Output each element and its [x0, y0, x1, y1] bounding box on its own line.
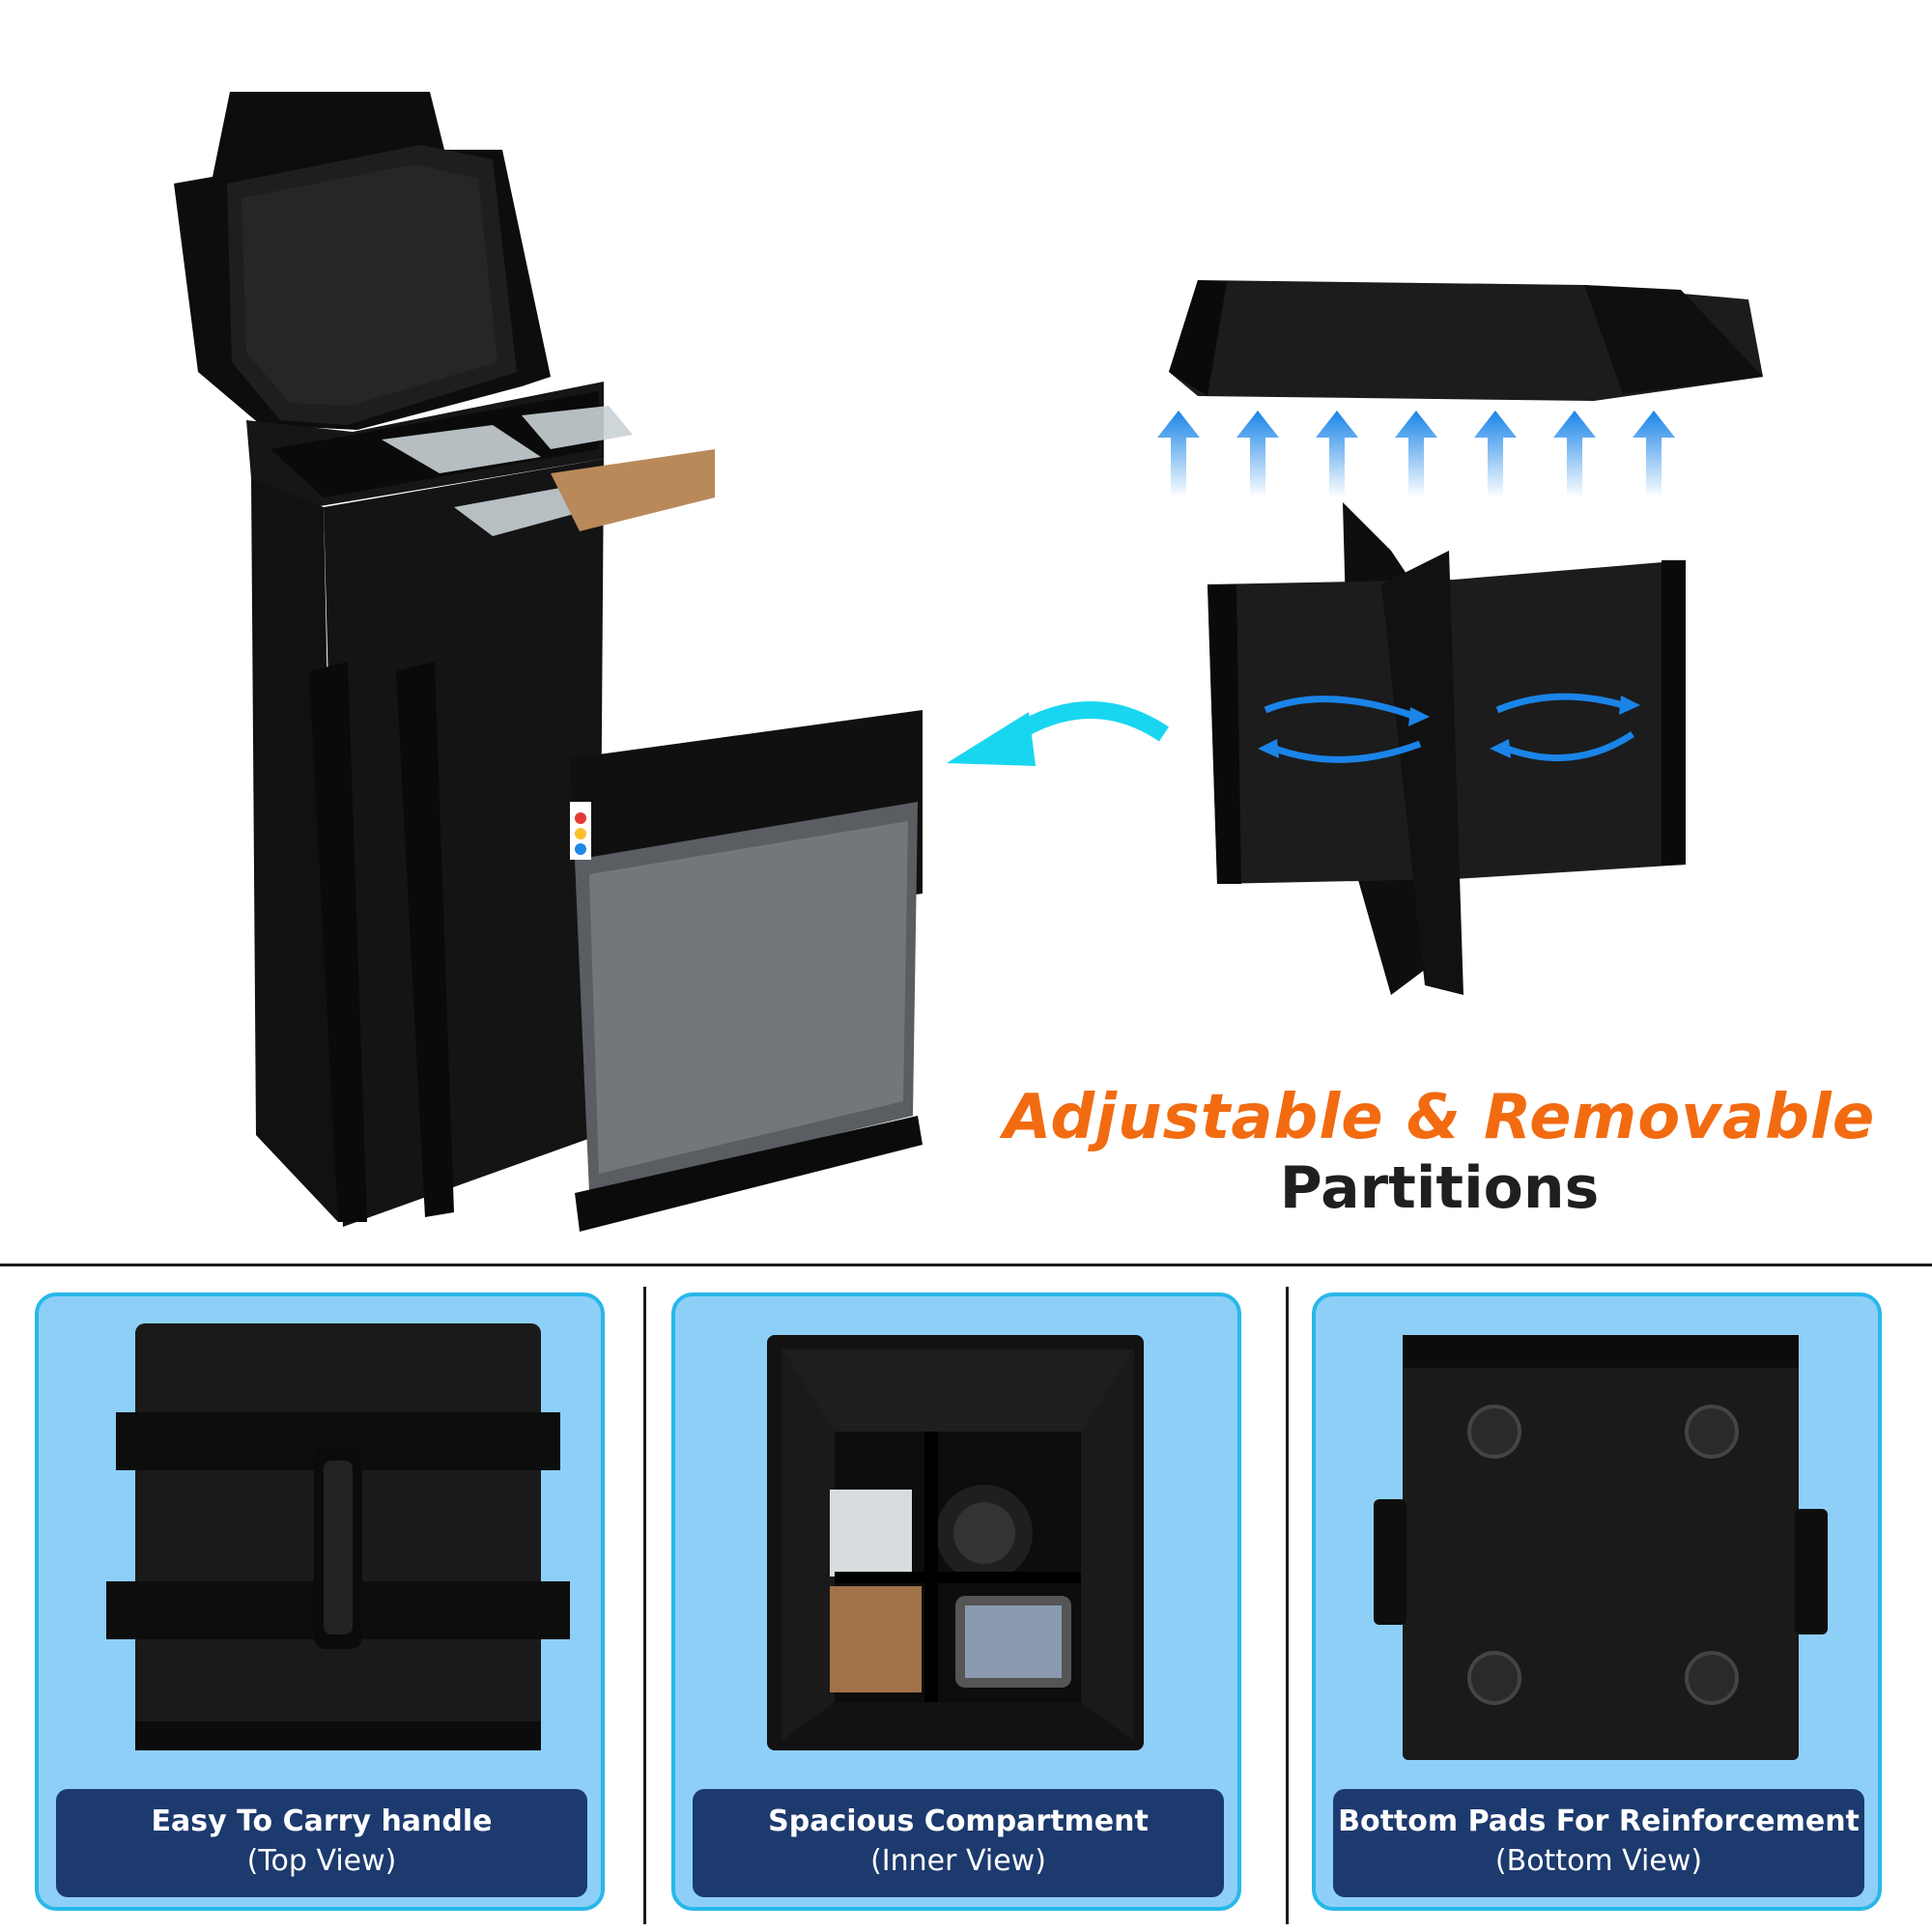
- card-subtitle: (Top View): [246, 1844, 397, 1878]
- card-caption: Easy To Carry handle (Top View): [56, 1789, 587, 1897]
- headline-adjustable: Adjustable & Removable: [1003, 1082, 1876, 1153]
- up-arrows-icon: [1157, 411, 1675, 497]
- feature-card-spacious-compartment: Spacious Compartment (Inner View): [671, 1293, 1241, 1911]
- insulated-bag-open-photo: [174, 92, 923, 1232]
- card-subtitle: (Bottom View): [1494, 1844, 1703, 1878]
- card-caption: Bottom Pads For Reinforcement (Bottom Vi…: [1333, 1789, 1864, 1897]
- column-divider: [643, 1287, 646, 1924]
- card-title: Spacious Compartment: [768, 1804, 1149, 1838]
- section-divider: [0, 1264, 1932, 1266]
- feature-card-carry-handle: Easy To Carry handle (Top View): [35, 1293, 605, 1911]
- column-divider: [1286, 1287, 1289, 1924]
- card-title: Easy To Carry handle: [151, 1804, 493, 1838]
- flat-partition-panel-photo: [1169, 280, 1763, 401]
- cross-partition-photo: [1208, 502, 1686, 995]
- curved-arrow-left-icon: [947, 701, 1169, 766]
- feature-card-bottom-pads: Bottom Pads For Reinforcement (Bottom Vi…: [1312, 1293, 1882, 1911]
- bag-inner-view-photo: [767, 1335, 1144, 1750]
- card-title: Bottom Pads For Reinforcement: [1338, 1804, 1860, 1838]
- card-subtitle: (Inner View): [870, 1844, 1046, 1878]
- bag-top-view-photo: [106, 1323, 570, 1750]
- bag-bottom-view-photo: [1374, 1335, 1828, 1760]
- card-caption: Spacious Compartment (Inner View): [693, 1789, 1224, 1897]
- headline-partitions: Partitions: [1279, 1154, 1600, 1222]
